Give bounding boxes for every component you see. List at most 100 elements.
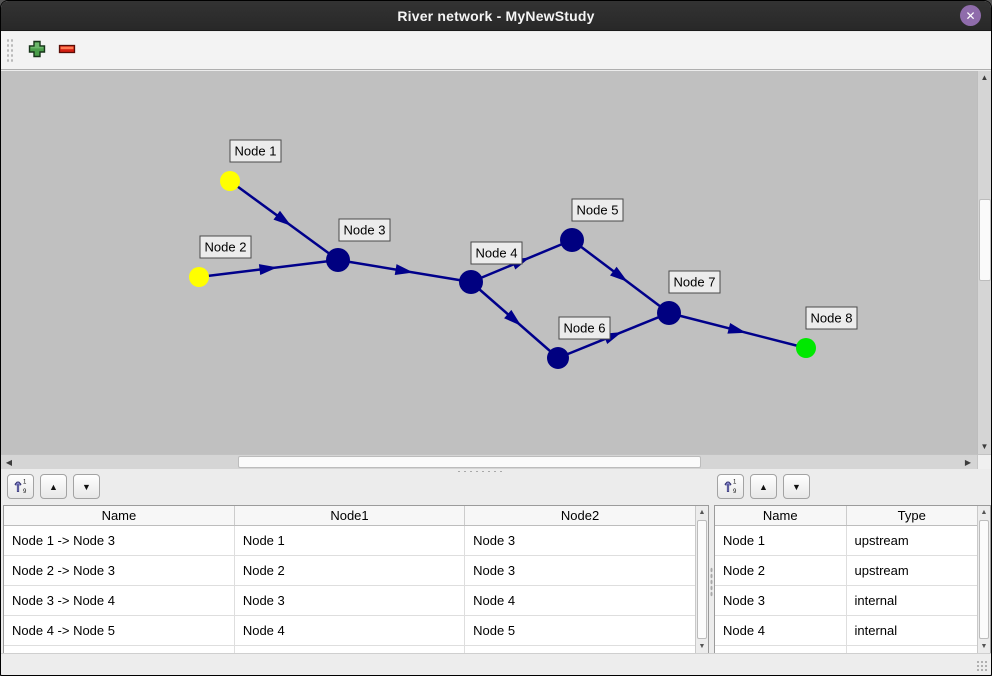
table-cell[interactable]: Node 2 -> Node 3 [4,555,235,586]
remove-node-button[interactable] [52,36,82,66]
table-cell[interactable] [4,645,235,653]
toolbar-grip[interactable] [6,37,14,64]
close-button[interactable]: ✕ [960,5,981,26]
table-cell[interactable]: Node 5 [464,615,695,646]
node-label[interactable]: Node 3 [338,218,391,242]
links-table-scrollbar[interactable]: ▲ ▼ [695,506,708,653]
up-arrow-icon: ▲ [49,481,58,492]
column-header[interactable]: Name [4,506,235,526]
svg-text:9: 9 [733,489,737,494]
node-label[interactable]: Node 4 [470,241,523,265]
canvas-vertical-scrollbar[interactable]: ▲ ▼ [977,71,991,454]
splitter-grip-icon [456,470,502,473]
scroll-thumb[interactable] [979,520,989,639]
node-label[interactable]: Node 8 [805,306,858,330]
table-cell[interactable]: Node 3 [464,525,695,556]
svg-text:Node 1: Node 1 [235,144,277,159]
table-cell[interactable]: Node 4 [715,615,847,646]
table-cell[interactable]: internal [846,615,977,646]
table-cell[interactable]: Node 3 [234,585,466,616]
river-node[interactable] [459,270,483,294]
table-cell[interactable]: upstream [846,525,977,556]
table-cell[interactable] [464,645,695,653]
table-row[interactable] [715,645,977,653]
nodes-sort-button[interactable]: 1 9 [717,474,744,499]
column-header[interactable]: Node2 [464,506,695,526]
canvas-horizontal-scrollbar[interactable]: ◀ ▶ [1,454,991,470]
river-node[interactable] [326,248,350,272]
horizontal-splitter[interactable] [1,469,991,473]
column-header[interactable]: Type [846,506,977,526]
table-cell[interactable]: Node 4 -> Node 5 [4,615,235,646]
nodes-move-down-button[interactable]: ▼ [783,474,810,499]
table-cell[interactable]: Node 1 [234,525,466,556]
links-move-up-button[interactable]: ▲ [40,474,67,499]
node-label[interactable]: Node 2 [199,235,252,259]
links-move-down-button[interactable]: ▼ [73,474,100,499]
scroll-right-icon[interactable]: ▶ [964,458,972,467]
scroll-up-icon[interactable]: ▲ [980,73,989,82]
column-header[interactable]: Name [715,506,847,526]
nodes-move-up-button[interactable]: ▲ [750,474,777,499]
flow-arrow-icon [727,322,747,334]
table-cell[interactable]: Node 4 [234,615,466,646]
nodes-table-scrollbar[interactable]: ▲ ▼ [977,506,990,653]
table-cell[interactable]: internal [846,585,977,616]
river-network-canvas[interactable]: Node 1 Node 2 Node 3 Node 4 Node 5 Node 6 Node… [1,71,979,454]
table-cell[interactable] [846,645,977,653]
svg-text:Node 8: Node 8 [811,311,853,326]
table-row[interactable] [4,645,695,653]
horizontal-scroll-thumb[interactable] [238,456,701,468]
river-node[interactable] [657,301,681,325]
node-label[interactable]: Node 5 [571,198,624,222]
table-cell[interactable]: Node 2 [234,555,466,586]
scroll-down-icon[interactable]: ▼ [980,442,989,451]
table-cell[interactable]: Node 2 [715,555,847,586]
scroll-down-icon[interactable]: ▼ [698,643,706,650]
table-cell[interactable] [715,645,847,653]
node-label[interactable]: Node 6 [558,316,611,340]
river-node[interactable] [547,347,569,369]
node-label[interactable]: Node 1 [229,139,282,163]
table-cell[interactable]: upstream [846,555,977,586]
table-cell[interactable]: Node 1 [715,525,847,556]
resize-grip-icon[interactable] [976,660,988,672]
up-arrow-icon: ▲ [759,481,768,492]
table-cell[interactable] [234,645,466,653]
vertical-splitter[interactable] [710,505,713,654]
links-sort-button[interactable]: 1 9 [7,474,34,499]
scroll-up-icon[interactable]: ▲ [698,509,706,516]
scroll-down-icon[interactable]: ▼ [980,643,988,650]
flow-arrow-icon [273,210,292,226]
svg-text:Node 6: Node 6 [564,321,606,336]
add-node-button[interactable] [22,36,52,66]
titlebar[interactable]: River network - MyNewStudy ✕ [1,1,991,31]
sort-ascending-icon: 1 9 [723,478,739,496]
table-cell[interactable]: Node 1 -> Node 3 [4,525,235,556]
table-cell[interactable]: Node 4 [464,585,695,616]
river-node[interactable] [560,228,584,252]
table-cell[interactable]: Node 3 -> Node 4 [4,585,235,616]
scroll-thumb[interactable] [697,520,707,639]
table-cell[interactable]: Node 3 [464,555,695,586]
svg-text:Node 5: Node 5 [577,203,619,218]
svg-text:9: 9 [23,489,27,494]
scroll-left-icon[interactable]: ◀ [5,458,13,467]
river-node[interactable] [189,267,209,287]
scroll-up-icon[interactable]: ▲ [980,509,988,516]
column-header[interactable]: Node1 [234,506,466,526]
river-node[interactable] [220,171,240,191]
node-label[interactable]: Node 7 [668,270,721,294]
vertical-scroll-thumb[interactable] [979,199,991,281]
river-node[interactable] [796,338,816,358]
plus-icon [28,40,46,61]
table-cell[interactable]: Node 3 [715,585,847,616]
